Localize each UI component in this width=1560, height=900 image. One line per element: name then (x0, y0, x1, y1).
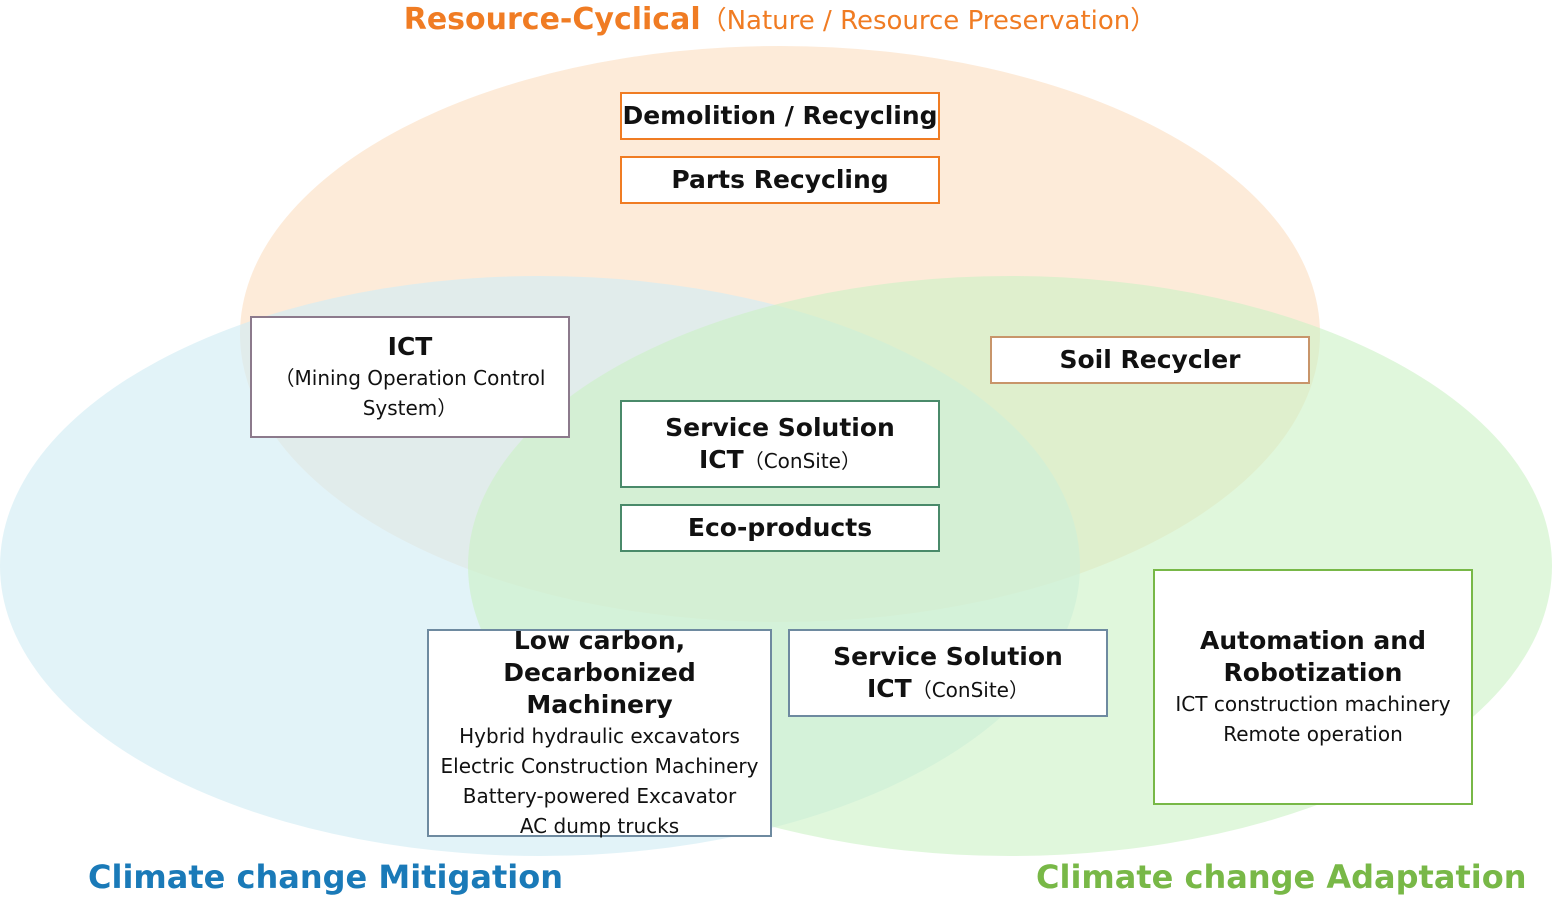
low-carbon-item: Hybrid hydraulic excavators (459, 724, 740, 748)
eco-products-box: Eco-products (620, 504, 940, 552)
soil-recycler-box: Soil Recycler (990, 336, 1310, 384)
low-carbon-item: Electric Construction Machinery (440, 754, 759, 778)
automation-title-line1: Automation and (1200, 626, 1426, 655)
automation-title-line2: Robotization (1223, 658, 1403, 687)
automation-line2: Remote operation (1223, 722, 1403, 746)
service-solution-center-consite: （ConSite） (743, 449, 861, 473)
ict-mining-box: ICT （Mining Operation Control System） (250, 316, 570, 438)
resource-cyclical-subtitle: （Nature / Resource Preservation） (700, 6, 1157, 36)
automation-box: Automation and Robotization ICT construc… (1153, 569, 1473, 805)
soil-recycler-label: Soil Recycler (1059, 345, 1241, 374)
low-carbon-title-line2: Decarbonized Machinery (503, 658, 696, 719)
automation-line1: ICT construction machinery (1175, 692, 1451, 716)
ict-mining-line1: （Mining Operation Control (274, 366, 546, 390)
low-carbon-box: Low carbon, Decarbonized Machinery Hybri… (427, 626, 772, 838)
service-solution-lower-ict: ICT (867, 674, 912, 703)
eco-products-label: Eco-products (687, 513, 873, 542)
service-solution-center-ict: ICT (699, 445, 744, 474)
ict-mining-line2: System） (362, 396, 458, 420)
low-carbon-title-line1: Low carbon, (513, 626, 686, 655)
resource-cyclical-title: Resource-Cyclical（Nature / Resource Pres… (0, 0, 1560, 37)
service-solution-lower-box: Service Solution ICT（ConSite） (788, 629, 1108, 717)
low-carbon-item: Battery-powered Excavator (462, 784, 737, 808)
mitigation-title: Climate change Mitigation (88, 858, 563, 896)
low-carbon-item: AC dump trucks (519, 814, 680, 838)
parts-recycling-label: Parts Recycling (671, 165, 889, 194)
demolition-recycling-box: Demolition / Recycling (620, 92, 940, 140)
resource-cyclical-main: Resource-Cyclical (403, 2, 701, 37)
service-solution-center-box: Service Solution ICT（ConSite） (620, 400, 940, 488)
ict-mining-title: ICT (387, 332, 433, 361)
service-solution-lower-consite: （ConSite） (911, 678, 1029, 702)
adaptation-title: Climate change Adaptation (1036, 858, 1527, 896)
service-solution-center-title: Service Solution (665, 413, 895, 442)
service-solution-lower-title: Service Solution (833, 642, 1063, 671)
parts-recycling-box: Parts Recycling (620, 156, 940, 204)
demolition-recycling-label: Demolition / Recycling (622, 101, 938, 130)
